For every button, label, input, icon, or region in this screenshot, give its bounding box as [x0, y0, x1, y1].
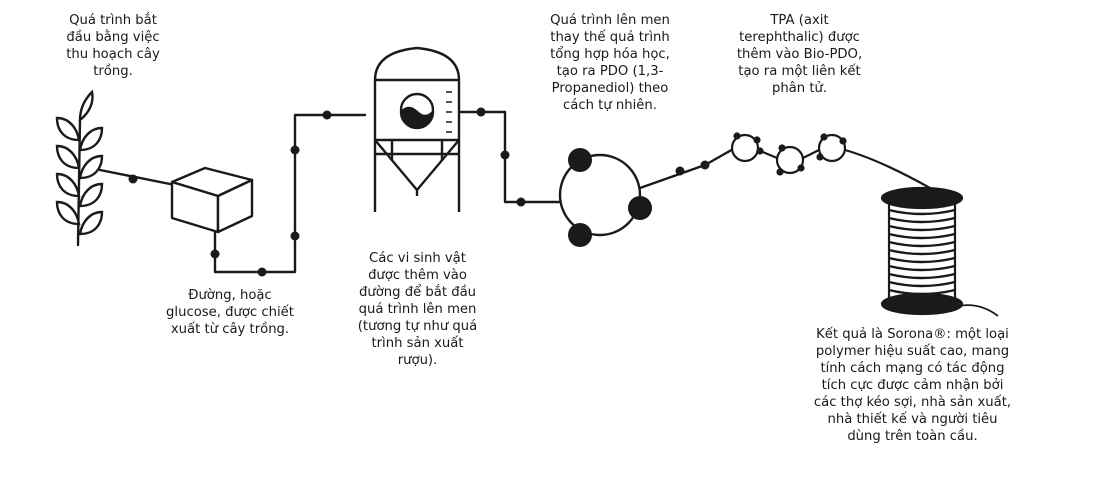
connector-fermentation-polymer [638, 146, 737, 190]
polymer-chain-icon [730, 132, 931, 189]
wheat-icon [55, 89, 104, 247]
caption-result: Kết quả là Sorona®: một loại polymer hiệ… [813, 327, 1012, 444]
caption-tpa: TPA (axit terephthalic) được thêm vào Bi… [736, 13, 863, 96]
sugar-cube-icon [170, 166, 254, 234]
caption-harvest: Quá trình bắt đầu bằng việc thu hoạch câ… [66, 13, 160, 79]
caption-microbes: Các vi sinh vật được thêm vào đường để b… [357, 251, 478, 368]
caption-sugar: Đường, hoặc glucose, được chiết xuất từ … [166, 288, 294, 337]
pdo-molecule-icon [558, 148, 652, 247]
fermentation-tank-icon [373, 46, 461, 212]
connector-dots [128, 107, 710, 277]
caption-fermentation: Quá trình lên men thay thế quá trình tổn… [550, 13, 670, 113]
connector-wheat-cube [98, 168, 177, 187]
thread-spool-icon [880, 186, 999, 317]
